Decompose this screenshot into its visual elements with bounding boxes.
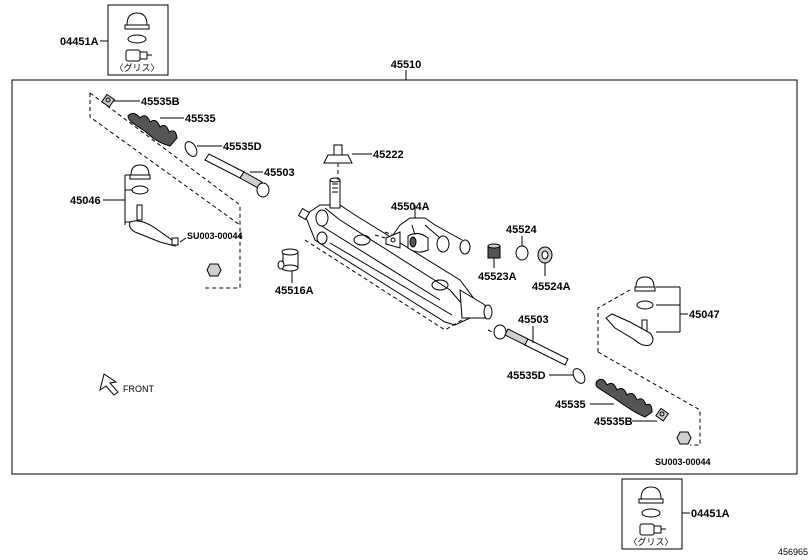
tie-rod-45503-right[interactable] (493, 324, 569, 366)
part-label-45516a[interactable]: 45516A (275, 285, 314, 297)
rack-housing[interactable] (297, 177, 493, 326)
front-label: FRONT (123, 384, 154, 394)
cap-45222[interactable] (323, 144, 353, 180)
part-label-45047[interactable]: 45047 (689, 309, 720, 321)
boot-45535-right[interactable] (595, 378, 653, 418)
clip-45535b-right[interactable] (655, 407, 670, 422)
tie-rod-end-45046[interactable] (129, 164, 222, 277)
part-label-45535d-right[interactable]: 45535D (507, 370, 546, 382)
part-45523a[interactable] (487, 243, 501, 259)
clip-45535b-left[interactable] (101, 93, 116, 108)
part-label-45503-left[interactable]: 45503 (264, 167, 295, 179)
grease-kit-top[interactable]: 〈グリス〉 (107, 4, 169, 76)
part-label-45524[interactable]: 45524 (506, 224, 537, 236)
part-label-45524a[interactable]: 45524A (532, 281, 571, 293)
part-label-45535d-left[interactable]: 45535D (223, 141, 262, 153)
kit-45504a[interactable] (385, 231, 471, 255)
part-label-45503-right[interactable]: 45503 (518, 314, 549, 326)
part-label-su0003-left[interactable]: SU003-00044 (187, 231, 243, 241)
part-label-su0003-right[interactable]: SU003-00044 (655, 457, 711, 467)
clamp-45535d-right[interactable] (571, 367, 588, 386)
grease-label-top: 〈グリス〉 (114, 62, 159, 74)
seal-45524[interactable] (515, 245, 529, 261)
boot-45535-left[interactable] (127, 112, 178, 147)
part-label-45510[interactable]: 45510 (391, 59, 422, 71)
part-label-45046[interactable]: 45046 (70, 195, 101, 207)
part-label-45222[interactable]: 45222 (373, 149, 404, 161)
part-label-45535-left[interactable]: 45535 (185, 113, 216, 125)
part-label-45523a[interactable]: 45523A (478, 271, 517, 283)
part-label-04451a-top[interactable]: 04451A (60, 36, 99, 48)
grease-label-bottom: 〈グリス〉 (628, 536, 673, 548)
grease-kit-bottom[interactable]: 〈グリス〉 (621, 478, 683, 550)
bushing-45516a[interactable] (277, 248, 299, 272)
part-label-45504a[interactable]: 45504A (391, 201, 430, 213)
part-label-45535b-left[interactable]: 45535B (141, 96, 180, 108)
part-45524a[interactable] (537, 246, 553, 264)
clamp-45535d-left[interactable] (183, 140, 200, 159)
part-label-04451a-bottom[interactable]: 04451A (691, 508, 730, 520)
tie-rod-45503-left[interactable] (204, 153, 270, 198)
part-label-45535b-right[interactable]: 45535B (594, 416, 633, 428)
assembly-frame (11, 79, 798, 475)
front-arrow-icon (99, 373, 119, 396)
tie-rod-end-45047[interactable] (605, 276, 692, 445)
part-label-45535-right[interactable]: 45535 (555, 399, 586, 411)
diagram-id: 456965 (778, 547, 808, 557)
